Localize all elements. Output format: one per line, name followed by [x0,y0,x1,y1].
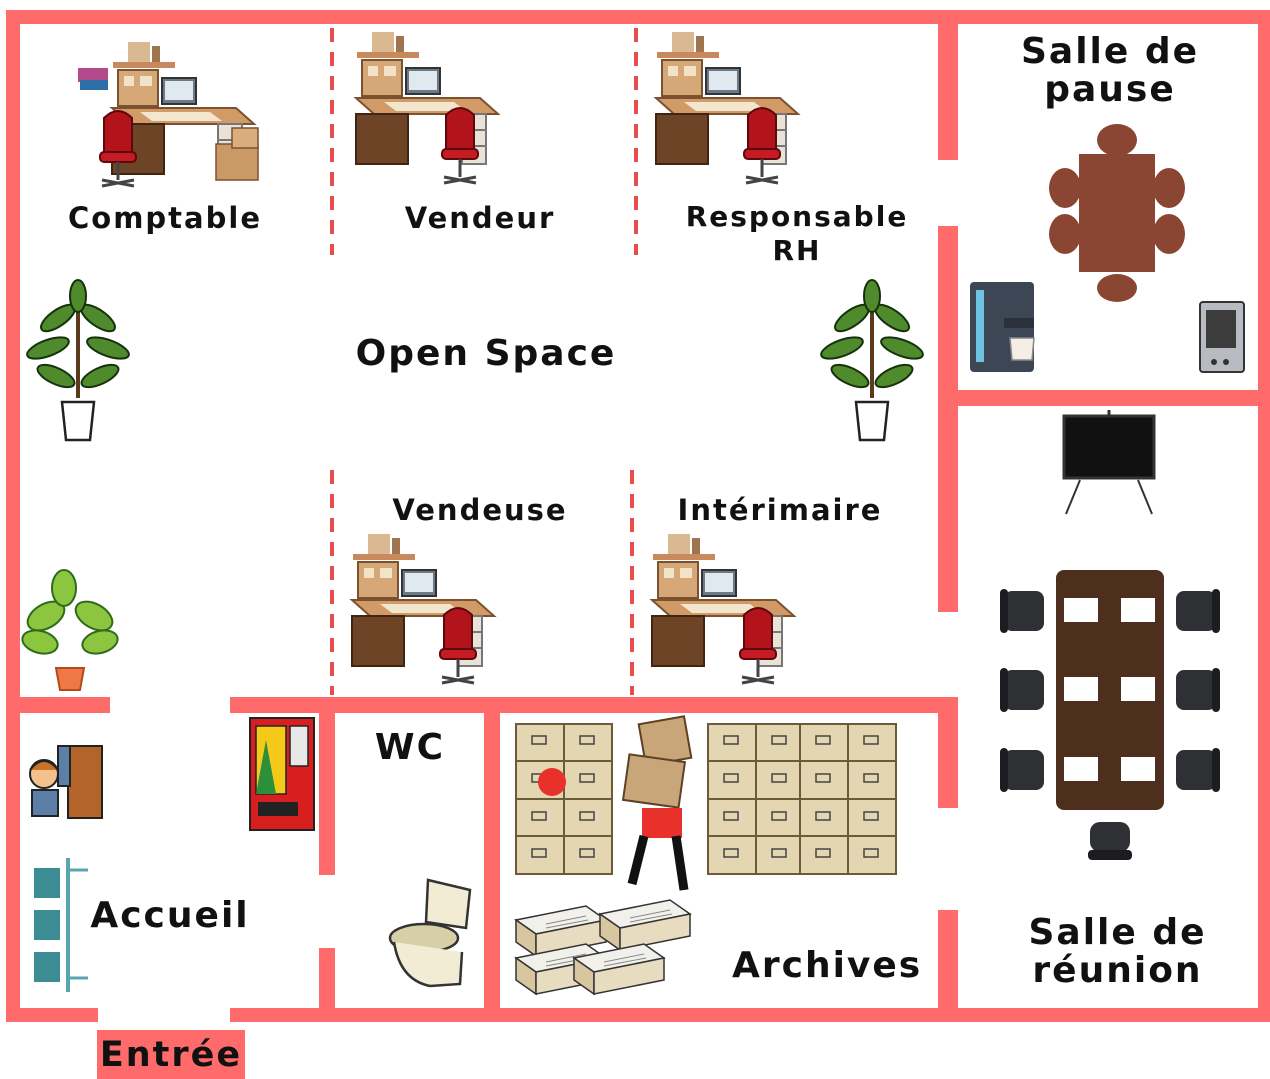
plant-icon [21,569,119,691]
toilet-icon [388,878,472,988]
wall-reception-wc-b [319,948,335,1022]
meeting-chair-icon [1000,748,1044,792]
meeting-chair-icon [1176,748,1220,792]
label-comptable: Comptable [68,201,262,235]
office-chair-icon [440,106,480,185]
label-responsable-rh: Responsable RH [685,200,909,267]
wall-bottom-left [6,1008,98,1022]
plant-icon [22,278,134,442]
vending-machine-icon [249,717,315,831]
filing-cabinet-icon [707,723,805,875]
worker-carrying-boxes-icon [621,715,693,891]
cubicle-dividers [330,28,638,695]
room-label-archives: Archives [732,945,923,986]
microwave-icon [1199,301,1245,373]
wall-bottom-rooms-top [230,697,958,713]
wall-bottom-right [230,1008,1270,1022]
coffee-machine-icon [970,282,1035,372]
whiteboard-icon [1062,410,1156,515]
room-label-wc: WC [374,727,446,768]
wall-archives-right-a [938,700,958,808]
archive-boxes-icon [515,899,691,995]
wall-right [1258,10,1270,1022]
waiting-chairs-icon [34,858,88,992]
break-table-icon [1049,124,1185,302]
wall-top [6,10,1270,24]
wall-break-meeting [938,390,1270,406]
room-label-reception: Accueil [90,895,250,936]
wall-reception-top-a [6,697,110,713]
desk-icon-vendeur [355,31,499,165]
filing-cabinet-icon [515,723,613,875]
meeting-chair-icon [1088,822,1132,860]
room-label-break-room: Salle de pause [1020,31,1200,110]
wall-openspace-right-a [938,10,958,160]
meeting-chair-icon [1000,589,1044,633]
meeting-table-icon [1056,570,1164,810]
wall-left [6,10,20,1022]
wall-wc-archives [484,697,500,1022]
label-vendeuse: Vendeuse [392,493,568,527]
meeting-chair-icon [1000,668,1044,712]
wall-archives-right-b [938,910,958,1022]
meeting-chair-icon [1176,589,1220,633]
office-chair-icon [738,606,778,685]
office-chair-icon [438,606,478,685]
desk-icon-comptable [78,41,259,181]
meeting-chair-icon [1176,668,1220,712]
label-vendeur: Vendeur [404,201,556,235]
plant-icon [816,278,928,442]
entrance-label: Entrée [97,1030,245,1079]
office-chair-icon [742,106,782,185]
filing-cabinet-icon [799,723,897,875]
room-label-meeting-room: Salle de réunion [1028,912,1207,991]
label-interimaire: Intérimaire [677,493,883,527]
wall-openspace-right-b [938,226,958,612]
room-label-open-space: Open Space [355,333,617,374]
receptionist-icon [29,745,103,819]
wall-reception-wc-a [319,697,335,875]
